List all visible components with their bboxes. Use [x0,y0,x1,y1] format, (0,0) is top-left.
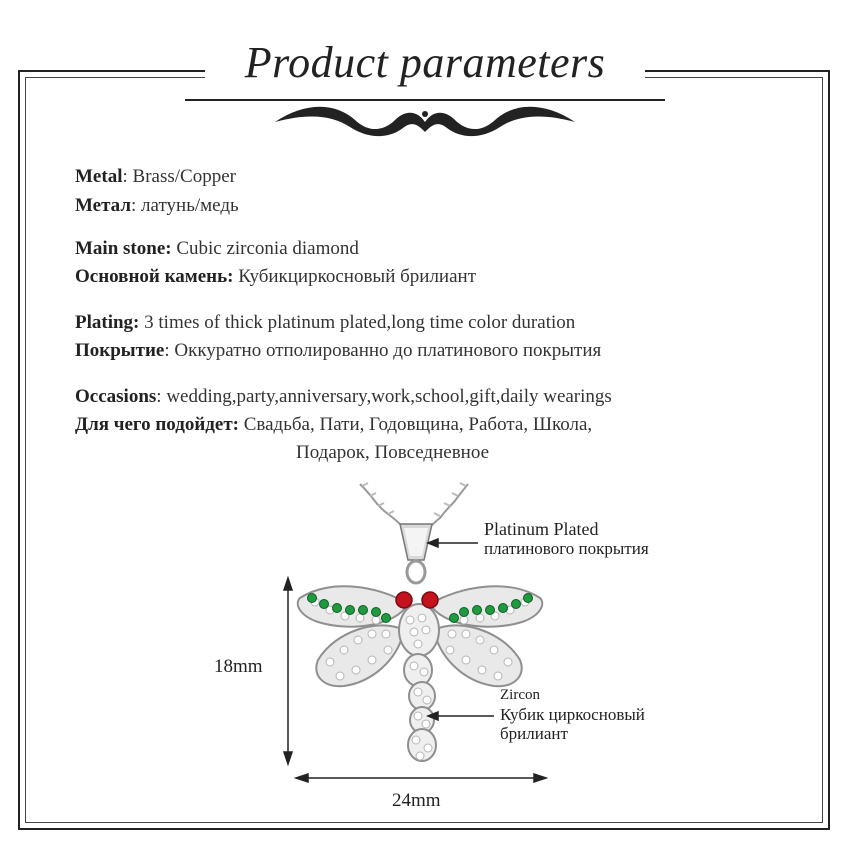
callout-plating-en: Platinum Plated [484,519,599,539]
spec-value: латунь/медь [141,195,239,216]
spec-value: Свадьба, Пати, Годовщина, Работа, Школа, [243,414,593,435]
spec-value: Оккуратно отполированно до платинового п… [174,340,602,361]
callout-plating-ru: платинового покрытия [484,539,649,558]
spec-occasions-ru: Для чего подойдет: Свадьба, Пати, Годовщ… [75,414,592,436]
spec-value: wedding,party,anniversary,work,school,gi… [166,386,612,407]
spec-metal-ru: Метал: латунь/медь [75,195,239,216]
width-dimension: 24mm [392,790,441,811]
spec-label: Для чего подойдет: [75,414,239,435]
title-block: Product parameters [205,30,645,100]
callout-zircon-ru1: Кубик циркоcновый [500,705,645,724]
page-title: Product parameters [244,38,606,87]
spec-value: 3 times of thick platinum plated,long ti… [144,312,576,333]
spec-stone-en: Main stone: Cubic zirconia diamond [75,238,359,260]
spec-plating-ru: Покрытие: Оккуратно отполированно до пла… [75,340,602,361]
spec-plating-en: Plating: 3 times of thick platinum plate… [75,312,575,334]
spec-label: Metal [75,166,123,187]
spec-value: Cubic zirconia diamond [176,238,359,259]
spec-label: Plating: [75,312,140,333]
spec-value: Кубикциркоcновый брилиант [238,266,477,287]
callout-zircon-ru2: брилиант [500,724,568,743]
flourish-ornament [185,99,665,137]
spec-occasions-en: Occasions: wedding,party,anniversary,wor… [75,386,612,407]
spec-value: Brass/Copper [132,166,236,187]
spec-value: Подарок, Повседневное [296,442,490,463]
plating-callout: Platinum Plated платинового покрытия [484,519,649,559]
spec-label: Основной камень: [75,266,234,287]
spec-label: Метал [75,195,132,216]
spec-stone-ru: Основной камень: Кубикциркоcновый брилиа… [75,266,476,288]
spec-label: Occasions [75,386,157,407]
zircon-callout: Zircon Кубик циркоcновый брилиант [500,686,645,743]
height-dimension: 18mm [214,656,263,677]
spec-occasions-ru-cont: Подарок, Повседневное [296,442,489,464]
spec-label: Main stone: [75,238,172,259]
spec-metal-en: Metal: Brass/Copper [75,166,236,187]
callout-zircon-en: Zircon [500,687,540,703]
spec-label: Покрытие [75,340,165,361]
